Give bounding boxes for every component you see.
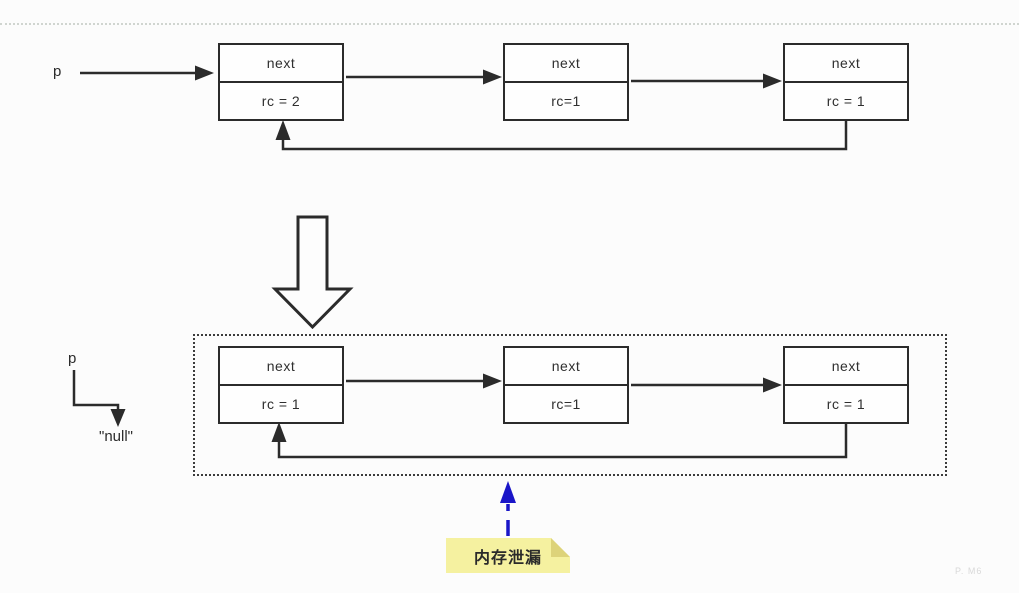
node-next-field: next: [505, 348, 627, 386]
list-node-top-2: next rc=1: [503, 43, 629, 121]
arrow-p-to-null: [72, 370, 126, 427]
memory-leak-label: 内存泄漏: [473, 549, 542, 567]
watermark-text: P. M6: [955, 566, 983, 576]
node-next-field: next: [220, 45, 342, 83]
pointer-p-label-bottom: p: [68, 350, 77, 367]
node-next-field: next: [785, 348, 907, 386]
list-node-top-3: next rc = 1: [783, 43, 909, 121]
null-value-label: "null": [99, 428, 133, 445]
node-rc-field: rc = 1: [826, 396, 866, 412]
leaked-memory-dotted-frame: [193, 334, 947, 476]
pointer-p-label-top: p: [53, 63, 62, 80]
faint-dotted-line: [0, 23, 1019, 25]
node-next-field: next: [220, 348, 342, 386]
node-next-field: next: [505, 45, 627, 83]
node-rc-field: rc = 1: [826, 93, 866, 109]
node-rc-field: rc=1: [551, 93, 581, 109]
arrow-node1b-to-node2b: [346, 373, 502, 389]
arrow-node2b-to-node3b: [631, 377, 782, 393]
node-rc-field: rc = 1: [261, 396, 301, 412]
arrow-p-to-node1: [80, 65, 214, 81]
arrow-node1-to-node2: [346, 69, 502, 85]
big-down-arrow-icon: [271, 215, 354, 330]
list-node-top-1: next rc = 2: [218, 43, 344, 121]
arrow-cycle-back-edge-top: [275, 120, 848, 151]
list-node-bottom-3: next rc = 1: [783, 346, 909, 424]
node-rc-field: rc = 2: [261, 93, 301, 109]
blue-dashed-callout-arrow: [500, 481, 516, 536]
arrow-cycle-back-edge-bottom: [271, 422, 848, 459]
arrow-node2-to-node3: [631, 73, 782, 89]
node-rc-field: rc=1: [551, 396, 581, 412]
list-node-bottom-2: next rc=1: [503, 346, 629, 424]
node-next-field: next: [785, 45, 907, 83]
list-node-bottom-1: next rc = 1: [218, 346, 344, 424]
memory-leak-sticky-note: 内存泄漏: [446, 538, 570, 573]
